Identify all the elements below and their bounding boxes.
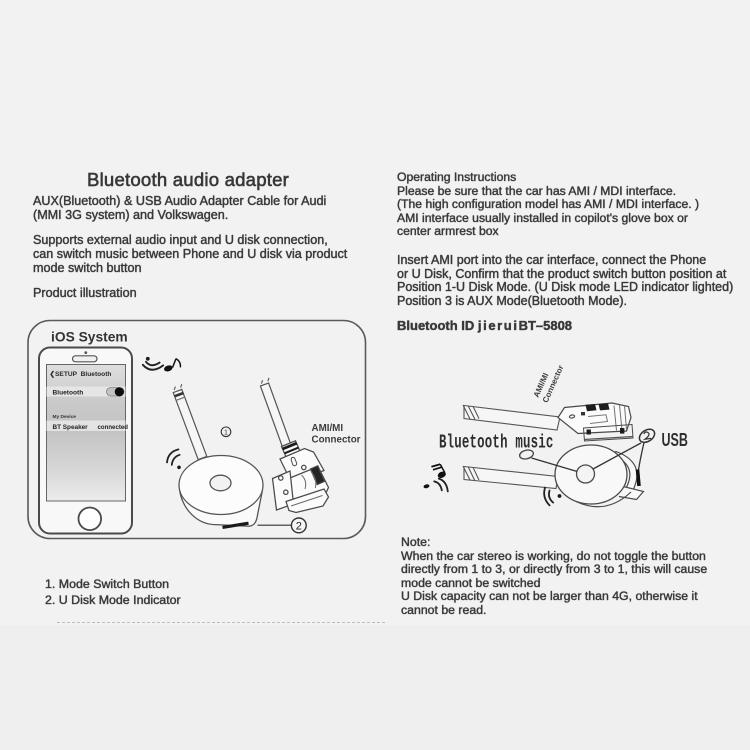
svg-text:Bluetooth: Bluetooth (53, 390, 84, 397)
svg-text:iOS System: iOS System (51, 330, 128, 345)
svg-text:1: 1 (224, 430, 228, 437)
svg-text:2: 2 (296, 521, 302, 533)
svg-text:My Device: My Device (53, 414, 77, 420)
svg-text:BT Speaker: BT Speaker (53, 424, 89, 431)
svg-text:❮SETUP Bluetooth: ❮SETUP Bluetooth (50, 370, 112, 378)
svg-text:AMI/MI: AMI/MI (312, 423, 344, 434)
svg-text:Bluetooth music: Bluetooth music (439, 432, 553, 453)
svg-text:USB: USB (662, 431, 688, 451)
svg-text:connected: connected (98, 424, 129, 431)
svg-text:Connector: Connector (312, 435, 361, 446)
